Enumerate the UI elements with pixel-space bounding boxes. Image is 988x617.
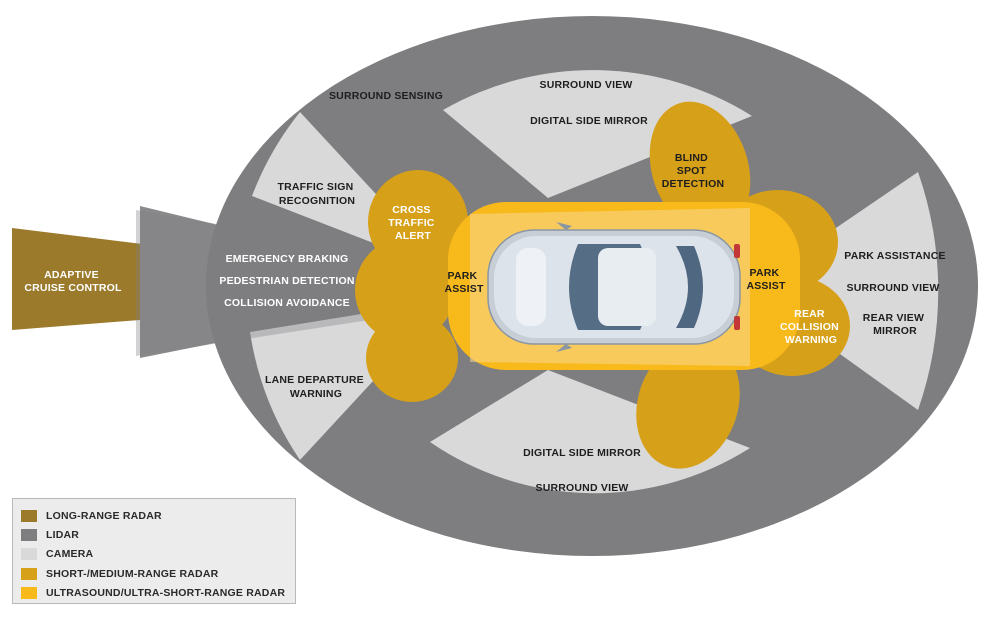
legend-swatch bbox=[21, 529, 37, 542]
label-digital-side-mirror-bottom: DIGITAL SIDE MIRROR bbox=[523, 447, 641, 459]
label-cross-traffic-alert: CROSS TRAFFIC ALERT bbox=[388, 204, 437, 242]
legend-label: SHORT-/MEDIUM-RANGE RADAR bbox=[46, 567, 219, 580]
front-sensor-beam bbox=[136, 210, 460, 356]
legend-label: CAMERA bbox=[46, 548, 94, 561]
label-surround-view-top: SURROUND VIEW bbox=[539, 79, 632, 91]
label-traffic-sign-recognition: TRAFFIC SIGN RECOGNITION bbox=[277, 181, 356, 207]
label-surround-view-right: SURROUND VIEW bbox=[846, 282, 939, 294]
car-top-view bbox=[487, 222, 741, 352]
label-rear-collision-warning: REAR COLLISION WARNING bbox=[780, 308, 842, 346]
radar-lobe-front bbox=[355, 238, 455, 342]
legend-item-short-medium-range-radar: SHORT-/MEDIUM-RANGE RADAR bbox=[21, 564, 287, 583]
legend-label: LONG-RANGE RADAR bbox=[46, 509, 162, 522]
legend-item-lidar: LIDAR bbox=[21, 525, 287, 544]
label-adaptive-cruise-control: ADAPTIVE CRUISE CONTROL bbox=[24, 269, 122, 294]
legend-label: LIDAR bbox=[46, 529, 80, 542]
legend: LONG-RANGE RADAR LIDAR CAMERA SHORT-/MED… bbox=[12, 498, 296, 604]
label-rear-view-mirror: REAR VIEW MIRROR bbox=[863, 312, 927, 337]
label-lane-departure-warning: LANE DEPARTURE WARNING bbox=[265, 374, 367, 400]
legend-label: ULTRASOUND/ULTRA-SHORT-RANGE RADAR bbox=[46, 587, 286, 600]
camera-zone-top bbox=[443, 70, 752, 198]
legend-swatch bbox=[21, 548, 37, 561]
legend-item-long-range-radar: LONG-RANGE RADAR bbox=[21, 506, 287, 525]
legend-item-camera: CAMERA bbox=[21, 545, 287, 564]
label-surround-view-bottom: SURROUND VIEW bbox=[535, 482, 628, 494]
label-emergency-braking: EMERGENCY BRAKING bbox=[226, 253, 349, 265]
label-blind-spot-detection: BLIND SPOT DETECTION bbox=[662, 152, 724, 190]
label-surround-sensing: SURROUND SENSING bbox=[329, 90, 443, 102]
legend-swatch bbox=[21, 587, 37, 600]
radar-lobe-blind-spot-top bbox=[649, 101, 751, 235]
label-park-assist-rear: PARK ASSIST bbox=[746, 267, 786, 292]
legend-swatch bbox=[21, 567, 37, 580]
legend-swatch bbox=[21, 509, 37, 522]
label-park-assistance: PARK ASSISTANCE bbox=[844, 250, 945, 262]
camera-zone-rear bbox=[748, 172, 939, 410]
label-park-assist-front: PARK ASSIST bbox=[444, 270, 484, 295]
label-digital-side-mirror-top: DIGITAL SIDE MIRROR bbox=[530, 115, 648, 127]
label-pedestrian-detection: PEDESTRIAN DETECTION bbox=[219, 275, 354, 287]
legend-item-ultrasound-radar: ULTRASOUND/ULTRA-SHORT-RANGE RADAR bbox=[21, 584, 287, 603]
label-collision-avoidance: COLLISION AVOIDANCE bbox=[224, 297, 350, 309]
radar-lobe-blind-spot-bottom bbox=[636, 339, 740, 469]
